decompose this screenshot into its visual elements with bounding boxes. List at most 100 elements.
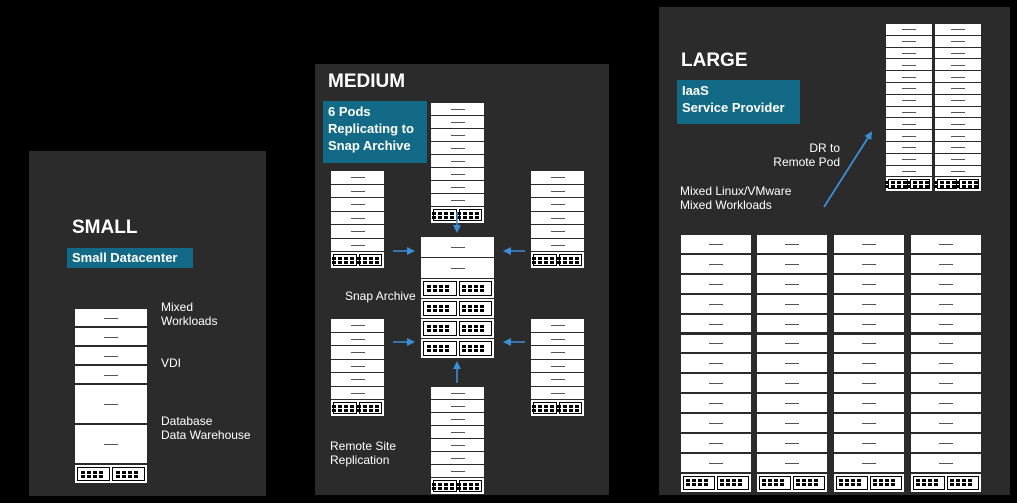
arrow-dr-remote: [823, 131, 873, 208]
server-unit: [681, 334, 751, 353]
server-unit: [431, 400, 484, 412]
server-unit: [421, 258, 494, 278]
server-unit: [75, 309, 147, 326]
drive-dots: [531, 256, 554, 264]
shelf-face: [960, 180, 978, 189]
server-unit: [911, 334, 981, 353]
large-label-dr-remote-pod: DR to Remote Pod: [773, 141, 840, 169]
server-unit: [331, 319, 384, 332]
server-unit: [431, 194, 484, 206]
server-unit: [757, 414, 827, 432]
shelf-face: [938, 180, 956, 189]
drive-dots: [331, 256, 354, 264]
server-unit: [757, 235, 827, 253]
server-unit: [331, 373, 384, 386]
server-unit: [757, 354, 827, 373]
server-unit: [911, 274, 981, 293]
server-unit: [531, 238, 584, 251]
server-unit: [834, 235, 904, 253]
server-unit: [886, 83, 932, 94]
server-unit: [935, 71, 981, 82]
medium-title: MEDIUM: [328, 71, 406, 92]
server-unit: [75, 425, 147, 463]
server-unit: [681, 394, 751, 413]
server-unit: [681, 453, 751, 472]
server-unit: [834, 274, 904, 293]
server-unit: [911, 414, 981, 432]
server-unit: [834, 294, 904, 313]
server-unit: [331, 211, 384, 224]
server-unit: [886, 153, 932, 165]
server-unit: [681, 434, 751, 452]
server-unit: [531, 319, 584, 332]
drive-dots: [115, 470, 138, 478]
server-unit: [886, 142, 932, 153]
shelf-face: [889, 180, 907, 189]
drive-dots: [426, 325, 449, 332]
server-unit: [886, 130, 932, 141]
shelf-face: [559, 403, 581, 413]
server-unit: [911, 254, 981, 273]
server-unit: [681, 294, 751, 313]
server-unit: [911, 235, 981, 253]
server-unit: [331, 238, 384, 251]
server-unit: [431, 387, 484, 399]
server-unit: [911, 394, 981, 413]
medium-label-snap-archive: Snap Archive: [345, 289, 416, 303]
server-unit: [886, 47, 932, 59]
server-unit: [935, 24, 981, 35]
server-unit: [331, 225, 384, 238]
shelf-face: [334, 255, 356, 265]
server-unit: [531, 332, 584, 345]
server-unit: [886, 59, 932, 71]
server-unit: [681, 274, 751, 293]
drive-dots: [357, 256, 380, 264]
server-unit: [331, 332, 384, 345]
server-unit: [681, 314, 751, 333]
server-unit: [681, 235, 751, 253]
drive-dots: [426, 285, 449, 292]
large-title: LARGE: [681, 50, 748, 71]
drive-dots: [557, 404, 580, 412]
server-unit: [886, 35, 932, 47]
server-unit: [681, 354, 751, 373]
server-unit: [757, 254, 827, 273]
drive-dots: [431, 482, 454, 490]
server-unit: [431, 142, 484, 154]
drive-dots: [839, 479, 861, 487]
server-unit: [911, 354, 981, 373]
server-unit: [531, 211, 584, 224]
drive-dots: [462, 305, 485, 312]
server-unit: [911, 434, 981, 452]
drive-dots: [916, 479, 938, 487]
server-unit: [431, 413, 484, 425]
server-unit: [431, 181, 484, 193]
drive-dots: [762, 479, 784, 487]
server-unit: [834, 374, 904, 393]
server-unit: [531, 171, 584, 184]
server-unit: [834, 354, 904, 373]
server-unit: [911, 453, 981, 472]
large-tag: IaaS Service Provider: [677, 80, 800, 124]
small-label-mixed-workloads: Mixed Workloads: [161, 300, 218, 328]
shelf-face: [434, 481, 456, 491]
server-unit: [331, 386, 384, 399]
shelf-face: [459, 210, 481, 220]
shelf-face: [359, 403, 381, 413]
server-unit: [834, 254, 904, 273]
drive-dots: [796, 479, 818, 487]
small-tag: Small Datacenter: [67, 248, 193, 268]
server-unit: [935, 59, 981, 71]
shelf-face: [459, 481, 481, 491]
server-unit: [911, 294, 981, 313]
server-unit: [331, 184, 384, 197]
server-unit: [886, 106, 932, 118]
server-unit: [757, 334, 827, 353]
server-unit: [935, 130, 981, 141]
server-unit: [757, 434, 827, 452]
server-unit: [75, 328, 147, 345]
drive-dots: [720, 479, 742, 487]
server-unit: [431, 439, 484, 451]
server-unit: [834, 434, 904, 452]
drive-dots: [873, 479, 895, 487]
